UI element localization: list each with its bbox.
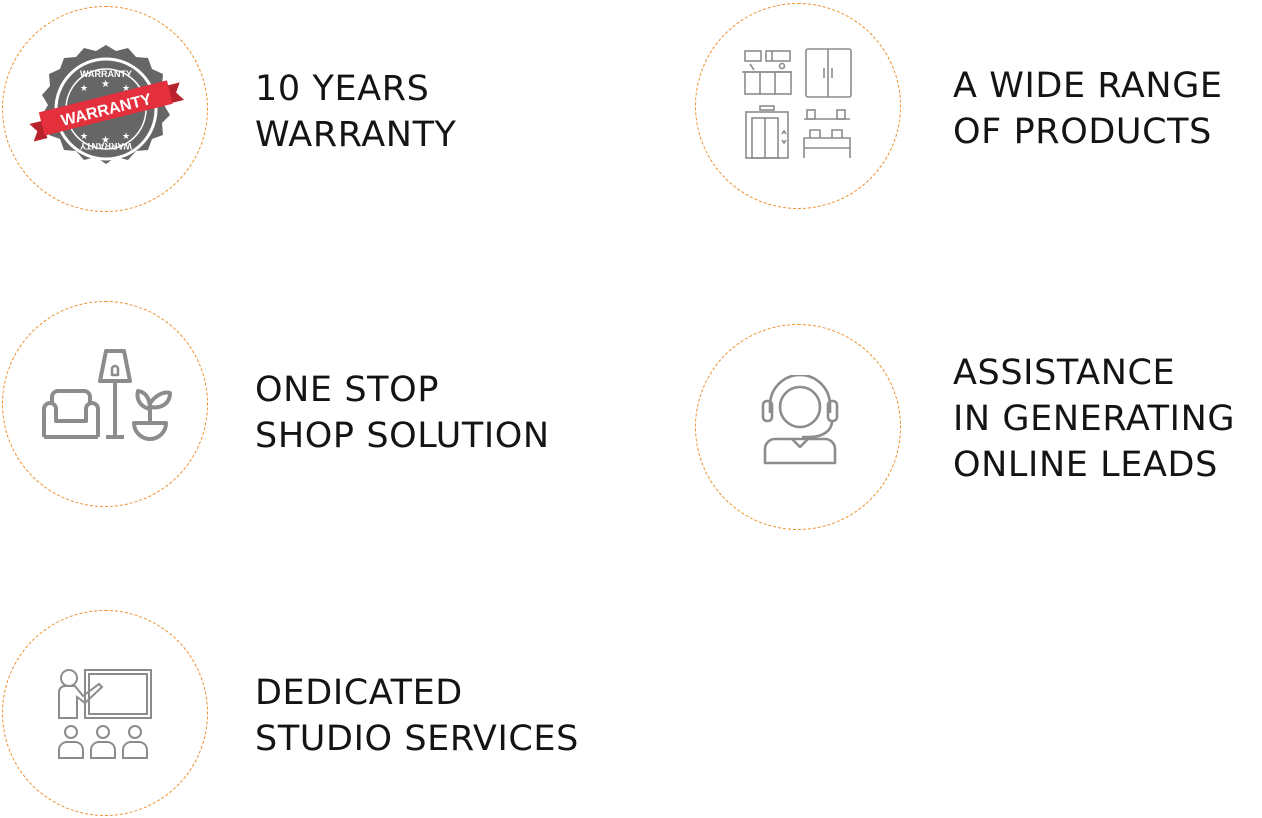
presentation-training-icon xyxy=(55,666,155,762)
feature-label-line: 10 YEARS xyxy=(255,69,430,109)
feature-label-line: ONE STOP xyxy=(255,370,440,410)
feature-label: ASSISTANCE IN GENERATING ONLINE LEADS xyxy=(953,350,1235,488)
feature-circle xyxy=(2,301,208,507)
feature-label-line: A WIDE RANGE xyxy=(953,66,1223,106)
feature-label-line: ONLINE LEADS xyxy=(953,445,1218,485)
svg-text:★: ★ xyxy=(101,79,110,90)
feature-label: A WIDE RANGE OF PRODUCTS xyxy=(953,63,1223,155)
headset-support-icon xyxy=(758,375,842,467)
feature-label: ONE STOP SHOP SOLUTION xyxy=(255,367,550,459)
feature-label-line: ASSISTANCE xyxy=(953,353,1176,393)
feature-label-line: SHOP SOLUTION xyxy=(255,416,550,456)
feature-label-line: DEDICATED xyxy=(255,673,463,713)
feature-label: DEDICATED STUDIO SERVICES xyxy=(255,670,579,762)
living-room-icon xyxy=(38,347,172,443)
furniture-products-icon xyxy=(742,46,854,160)
feature-label: 10 YEARS WARRANTY xyxy=(255,66,457,158)
feature-label-line: OF PRODUCTS xyxy=(953,112,1212,152)
badge-ring-top-text: WARRANTY xyxy=(80,69,132,79)
svg-text:★: ★ xyxy=(101,135,110,146)
feature-circle xyxy=(2,6,208,212)
feature-circle xyxy=(695,324,901,530)
feature-circle xyxy=(695,3,901,209)
svg-text:★: ★ xyxy=(80,84,88,94)
badge-ring-bottom-text: WARRANTY xyxy=(80,141,132,151)
feature-label-line: WARRANTY xyxy=(255,115,457,155)
svg-text:★: ★ xyxy=(80,132,88,142)
svg-text:★: ★ xyxy=(122,132,130,142)
warranty-badge-icon: WARRANTY WARRANTY ★ ★ ★ ★ ★ ★ WARRANTY xyxy=(25,43,187,175)
feature-label-line: STUDIO SERVICES xyxy=(255,719,579,759)
feature-label-line: IN GENERATING xyxy=(953,399,1236,439)
feature-circle xyxy=(2,610,208,816)
svg-text:★: ★ xyxy=(122,84,130,94)
